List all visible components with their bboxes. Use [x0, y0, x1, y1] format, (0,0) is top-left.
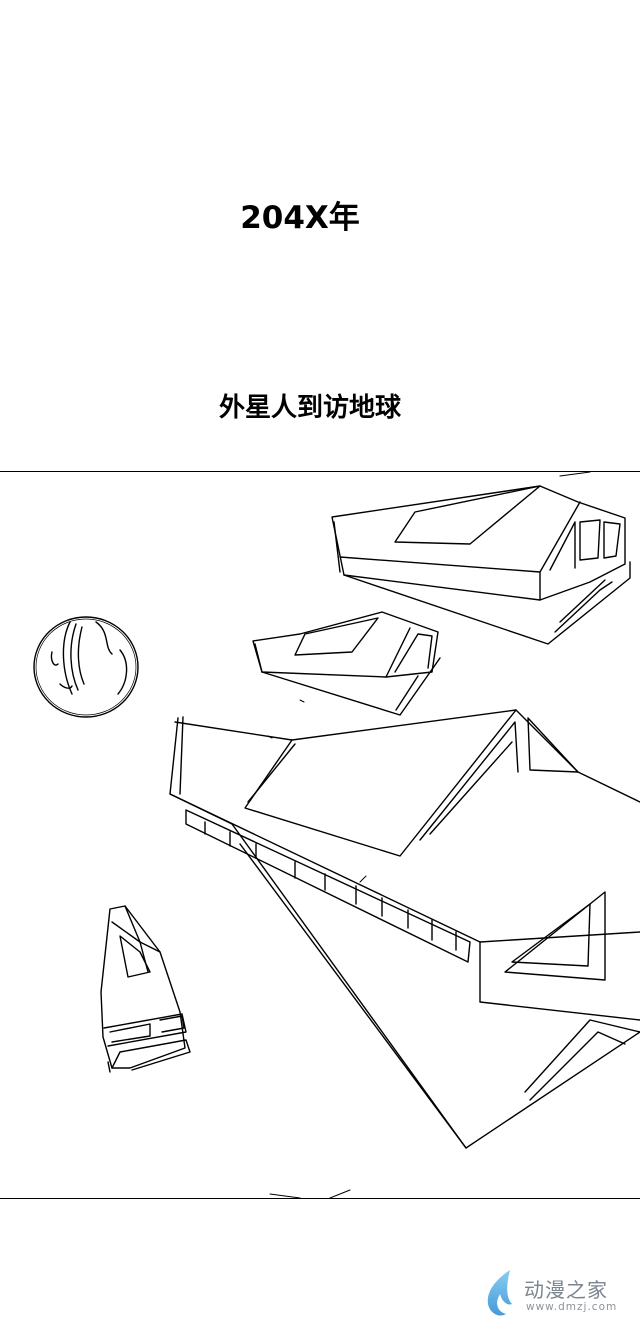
spaceship-middle: [252, 611, 441, 716]
watermark-brand: 动漫之家: [524, 1278, 608, 1302]
spaceships-illustration: [33, 472, 640, 1198]
flame-logo-icon: [487, 1270, 512, 1316]
watermark-url[interactable]: www.dmzj.com: [526, 1301, 618, 1313]
spaceship-large: [169, 709, 640, 1149]
spaceship-small: [100, 905, 191, 1073]
caption-aliens-visit: 外星人到访地球: [218, 393, 401, 423]
caption-year: 204X年: [240, 200, 360, 236]
site-watermark: 动漫之家 www.dmzj.com: [484, 1268, 634, 1320]
spaceship-top-right: [331, 485, 631, 645]
planet-illustration: [33, 616, 139, 718]
comic-panel: [0, 471, 640, 1199]
sketch-strokes: [267, 472, 591, 1198]
